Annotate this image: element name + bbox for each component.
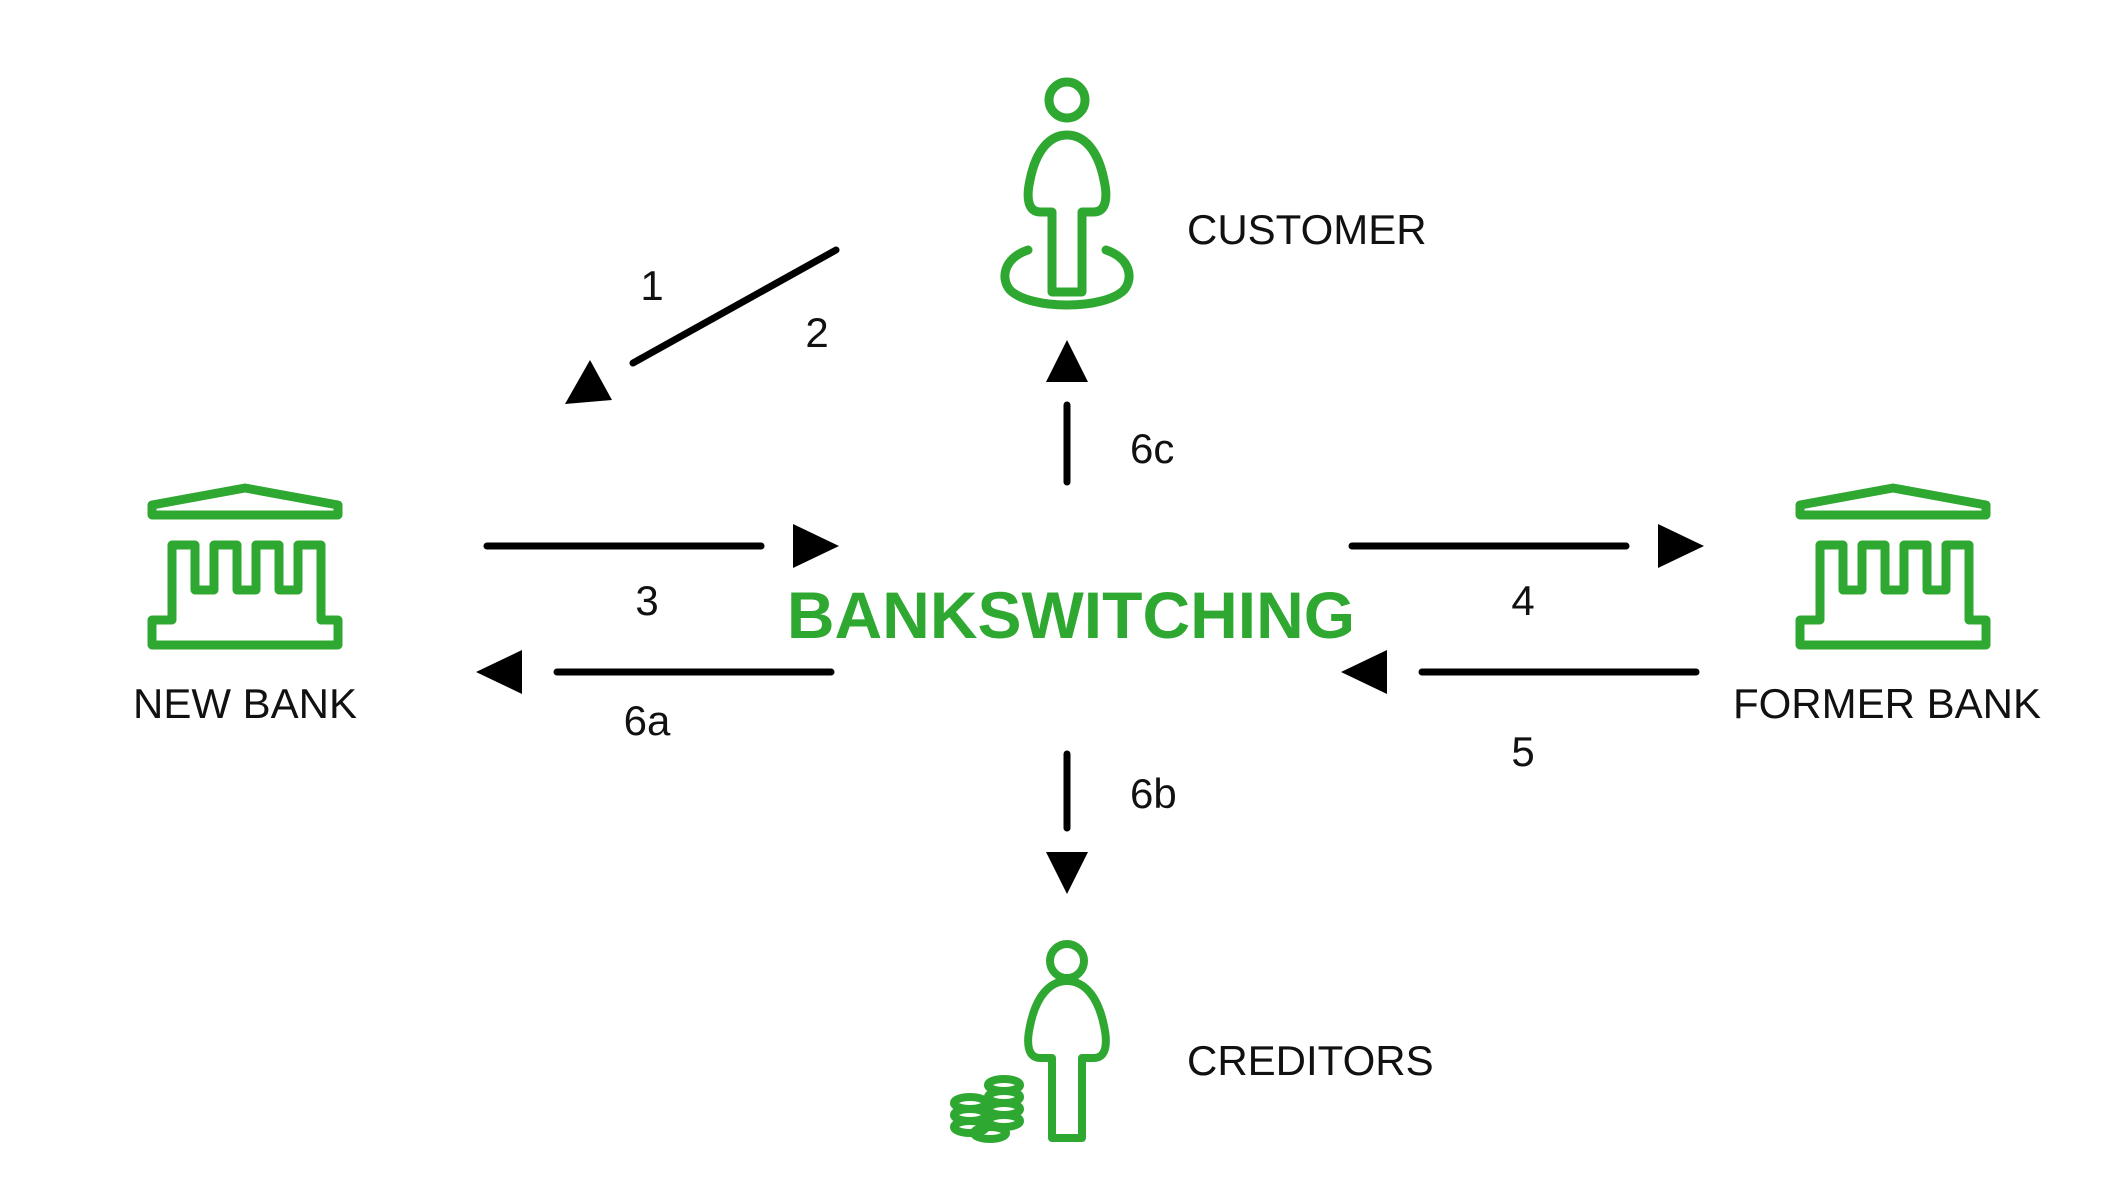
creditors-label: CREDITORS — [1187, 1037, 1434, 1084]
arrow-5-head — [1341, 650, 1387, 694]
arrow-3-head — [793, 524, 839, 568]
step-label-6b: 6b — [1130, 770, 1177, 817]
step-label-1: 1 — [640, 262, 663, 309]
arrow-6c-head — [1046, 340, 1088, 382]
step-label-6a: 6a — [624, 697, 671, 744]
creditors-person-with-coins-icon — [950, 940, 1110, 1143]
former-bank-label: FORMER BANK — [1733, 680, 2041, 727]
arrow-4-head — [1658, 524, 1704, 568]
customer-person-icon — [1000, 77, 1134, 310]
step-label-2: 2 — [805, 309, 828, 356]
arrow-6a-head — [476, 650, 522, 694]
arrow-1-2-head — [565, 360, 612, 404]
step-label-4: 4 — [1511, 577, 1534, 624]
arrowheads — [476, 340, 1704, 894]
arrow-1-2-line — [629, 246, 840, 367]
step-label-5: 5 — [1511, 728, 1534, 775]
step-label-6c: 6c — [1130, 425, 1174, 472]
bankswitching-title: BANKSWITCHING — [787, 578, 1355, 652]
new-bank-label: NEW BANK — [133, 680, 357, 727]
former-bank-icon — [1795, 483, 1991, 650]
customer-label: CUSTOMER — [1187, 206, 1427, 253]
step-label-3: 3 — [635, 577, 658, 624]
arrow-6b-head — [1046, 852, 1088, 894]
new-bank-icon — [147, 483, 343, 650]
arrows — [483, 246, 1700, 832]
